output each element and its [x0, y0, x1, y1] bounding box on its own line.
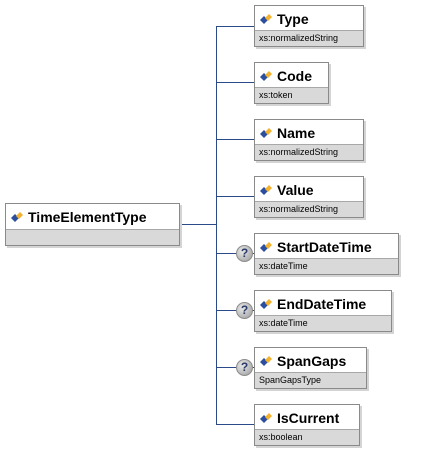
connector-name: [216, 139, 254, 140]
element-datatype: xs:normalizedString: [255, 201, 363, 217]
element-value[interactable]: Value xs:normalizedString: [254, 176, 364, 218]
connector-startdatetime: [216, 253, 238, 254]
connector-iscurrent: [216, 424, 254, 425]
element-diamond-icon: [260, 241, 272, 252]
connector-value: [216, 196, 254, 197]
root-type-name: TimeElementType: [28, 209, 147, 225]
element-iscurrent[interactable]: IsCurrent xs:boolean: [254, 404, 360, 446]
connector-code: [216, 82, 254, 83]
question-icon: ?: [236, 245, 253, 262]
element-name[interactable]: Name xs:normalizedString: [254, 119, 364, 161]
question-icon: ?: [236, 302, 253, 319]
element-name: Name: [277, 124, 316, 141]
question-icon: ?: [236, 359, 253, 376]
element-name: Type: [277, 10, 309, 27]
element-datatype: xs:normalizedString: [255, 30, 363, 46]
element-name: Value: [277, 181, 314, 198]
element-code[interactable]: Code xs:token: [254, 62, 329, 104]
element-diamond-icon: [260, 13, 272, 24]
element-name: StartDateTime: [277, 238, 372, 255]
element-diamond-icon: [260, 412, 272, 423]
element-name: IsCurrent: [277, 409, 340, 426]
element-spangaps[interactable]: SpanGaps SpanGapsType: [254, 347, 367, 389]
element-datatype: xs:dateTime: [255, 315, 391, 331]
element-datatype: xs:token: [255, 87, 328, 103]
element-diamond-icon: [260, 127, 272, 138]
root-connector: [180, 224, 217, 225]
element-datatype: xs:dateTime: [255, 258, 398, 274]
element-datatype: SpanGapsType: [255, 372, 366, 388]
element-name: Code: [277, 67, 312, 84]
element-diamond-icon: [260, 184, 272, 195]
root-type-box[interactable]: TimeElementType: [5, 203, 180, 246]
element-diamond-icon: [11, 212, 23, 222]
connector-enddatetime: [216, 310, 238, 311]
element-name: EndDateTime: [277, 295, 367, 312]
vertical-spine: [216, 26, 217, 425]
connector-type: [216, 26, 254, 27]
connector-spangaps: [216, 367, 238, 368]
connector-startdatetime-b: [252, 253, 254, 254]
connector-enddatetime-b: [252, 310, 254, 311]
element-datatype: xs:boolean: [255, 429, 359, 445]
element-diamond-icon: [260, 298, 272, 309]
element-diamond-icon: [260, 355, 272, 366]
element-enddatetime[interactable]: EndDateTime xs:dateTime: [254, 290, 392, 332]
element-name: SpanGaps: [277, 352, 347, 369]
element-diamond-icon: [260, 70, 272, 81]
element-type[interactable]: Type xs:normalizedString: [254, 5, 364, 47]
element-startdatetime[interactable]: StartDateTime xs:dateTime: [254, 233, 399, 275]
root-type-band: [6, 229, 179, 245]
connector-spangaps-b: [252, 367, 254, 368]
element-datatype: xs:normalizedString: [255, 144, 363, 160]
